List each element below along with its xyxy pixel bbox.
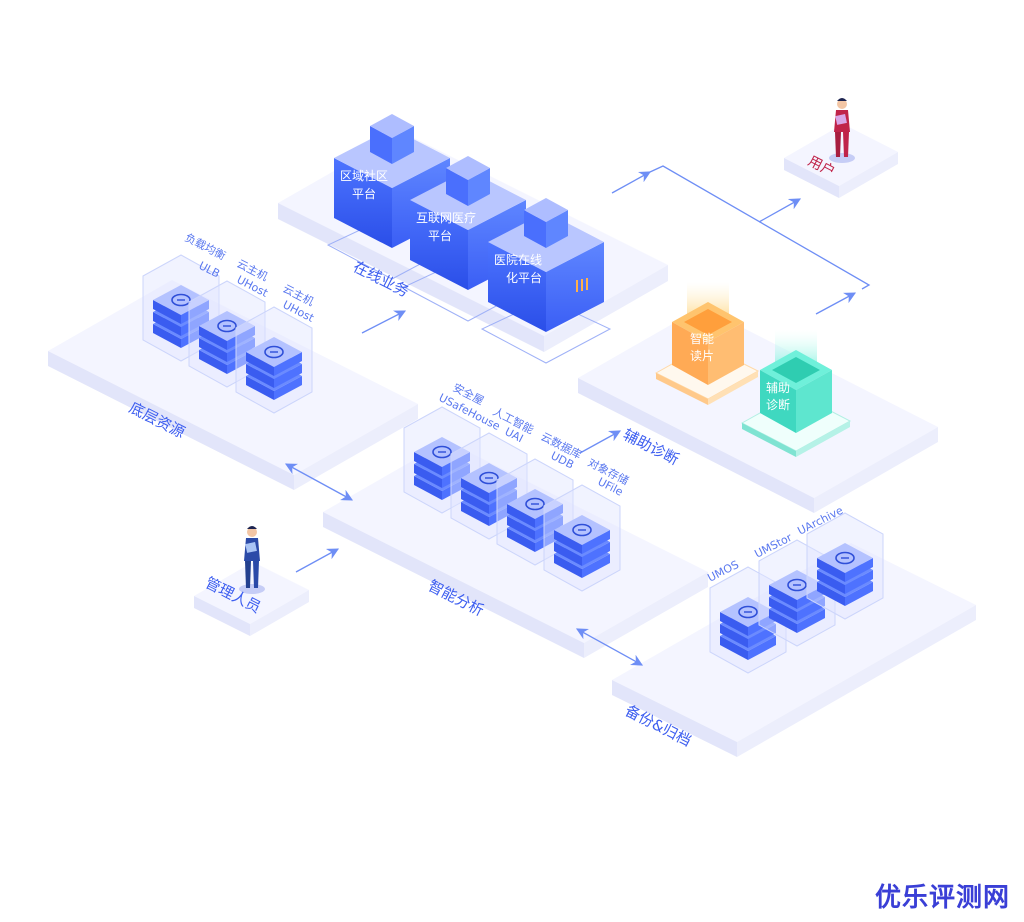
server-stack [758, 539, 836, 647]
server-stack [806, 512, 884, 620]
arrow-analysis-backup [575, 628, 644, 666]
module-label-line2: 读片 [690, 349, 714, 363]
platform-label-line1: 互联网医疗 [416, 211, 476, 225]
server-icon [264, 345, 284, 359]
server-stack [450, 432, 528, 540]
platform-label-line1: 区域社区 [340, 168, 388, 183]
arrow-to-diagnosis-right [815, 292, 857, 315]
server-stack [543, 484, 621, 592]
platform-label-line1: 医院在线 [494, 253, 542, 267]
module-label-line2: 诊断 [766, 397, 790, 412]
server-stack [496, 458, 574, 566]
arrow-to-user [758, 198, 802, 223]
ai-icon [479, 471, 499, 485]
server-stack [235, 306, 313, 414]
arrow-online-out [611, 171, 652, 194]
user-figure-icon [829, 98, 855, 163]
connectors [284, 165, 871, 666]
arrow-base-to-online [361, 310, 407, 334]
module-label-line1: 智能 [690, 331, 714, 346]
admin-figure-icon [239, 526, 265, 594]
platform-label-line2: 平台 [352, 186, 376, 201]
database-icon [525, 497, 545, 511]
platform-assist-diagnosis [578, 307, 938, 513]
server-icon [217, 319, 237, 333]
indicator-bar [576, 280, 578, 292]
module-label-line1: 辅助 [766, 381, 790, 395]
platform-label-line2: 化平台 [506, 270, 542, 285]
arrow-base-analysis [284, 463, 354, 501]
file-icon [572, 523, 592, 537]
platform-label-line2: 平台 [428, 228, 452, 243]
watermark-logo: 优乐评测网 [874, 883, 1010, 913]
arrow-admin-to-analysis [295, 548, 340, 573]
load-balancer-icon [171, 293, 191, 307]
server-stack [709, 566, 787, 674]
service-name: 负载均衡 [183, 230, 229, 262]
safe-box-icon [432, 445, 452, 459]
indicator-bar [586, 278, 588, 290]
arrow-analysis-to-diagnosis [579, 430, 622, 454]
storage-icon [835, 551, 855, 565]
connector-path [649, 165, 871, 290]
module-smart-reading: 智能 读片 [654, 282, 760, 405]
storage-icon [787, 578, 807, 592]
indicator-bar [581, 279, 583, 291]
storage-icon [738, 605, 758, 619]
module-assist-diagnosis: 辅助 诊断 [740, 330, 852, 457]
platform-backup-archive [612, 543, 976, 757]
